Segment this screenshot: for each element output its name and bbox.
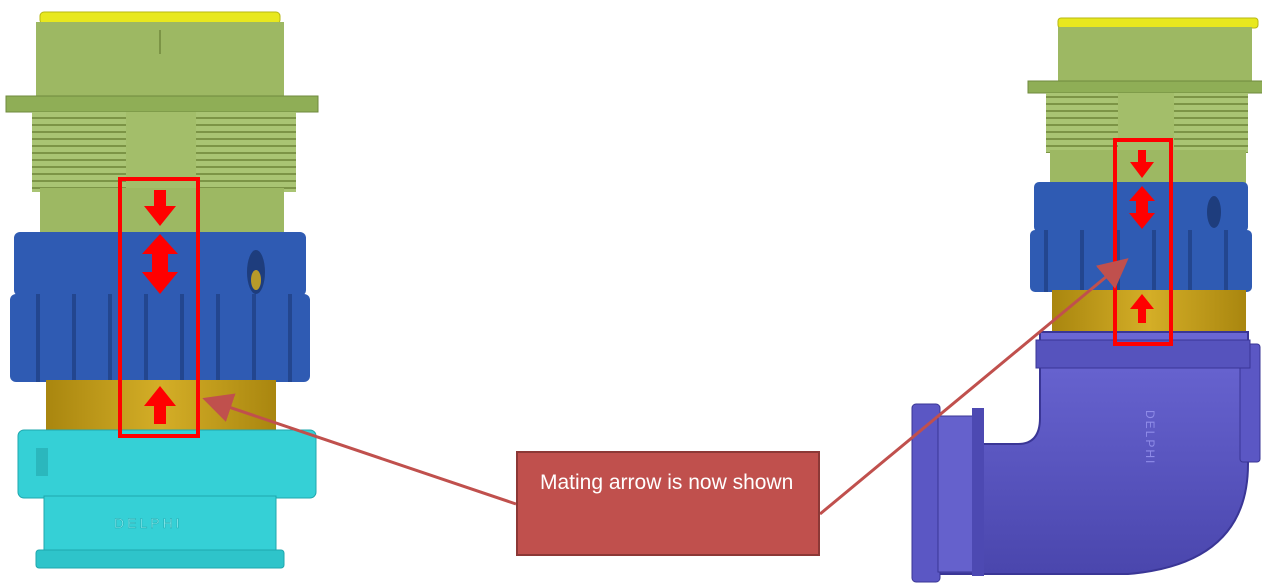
right-flange xyxy=(1027,80,1262,94)
left-logo-text: DELPHI xyxy=(114,515,183,531)
right-connector: DELPHI xyxy=(911,17,1262,583)
right-elbow-body xyxy=(927,331,1249,575)
right-nut-latch-icon xyxy=(1207,196,1221,228)
left-double-arrow-icon xyxy=(142,234,178,294)
callout-text: Mating arrow is now shown xyxy=(540,471,794,494)
right-highlight-box xyxy=(1113,138,1173,346)
callout-pointer-right xyxy=(819,258,1129,516)
right-down-arrow-icon xyxy=(1130,150,1154,178)
left-connector: DELPHI xyxy=(5,11,319,569)
right-up-arrow-icon xyxy=(1130,294,1154,323)
callout-box: Mating arrow is now shown xyxy=(516,451,820,556)
right-elbow-flange xyxy=(911,403,941,583)
callout-pointer-left xyxy=(202,393,517,506)
left-cyan-body xyxy=(17,429,317,499)
left-flange xyxy=(5,95,319,113)
left-highlight-box xyxy=(118,177,200,438)
right-upper-body xyxy=(1058,27,1252,83)
right-gold-band xyxy=(1052,290,1246,332)
right-logo-text: DELPHI xyxy=(1143,410,1157,465)
left-up-arrow-icon xyxy=(144,386,176,424)
right-double-arrow-icon xyxy=(1129,186,1155,229)
right-yellow-cap xyxy=(1057,17,1259,29)
left-down-arrow-icon xyxy=(144,190,176,226)
